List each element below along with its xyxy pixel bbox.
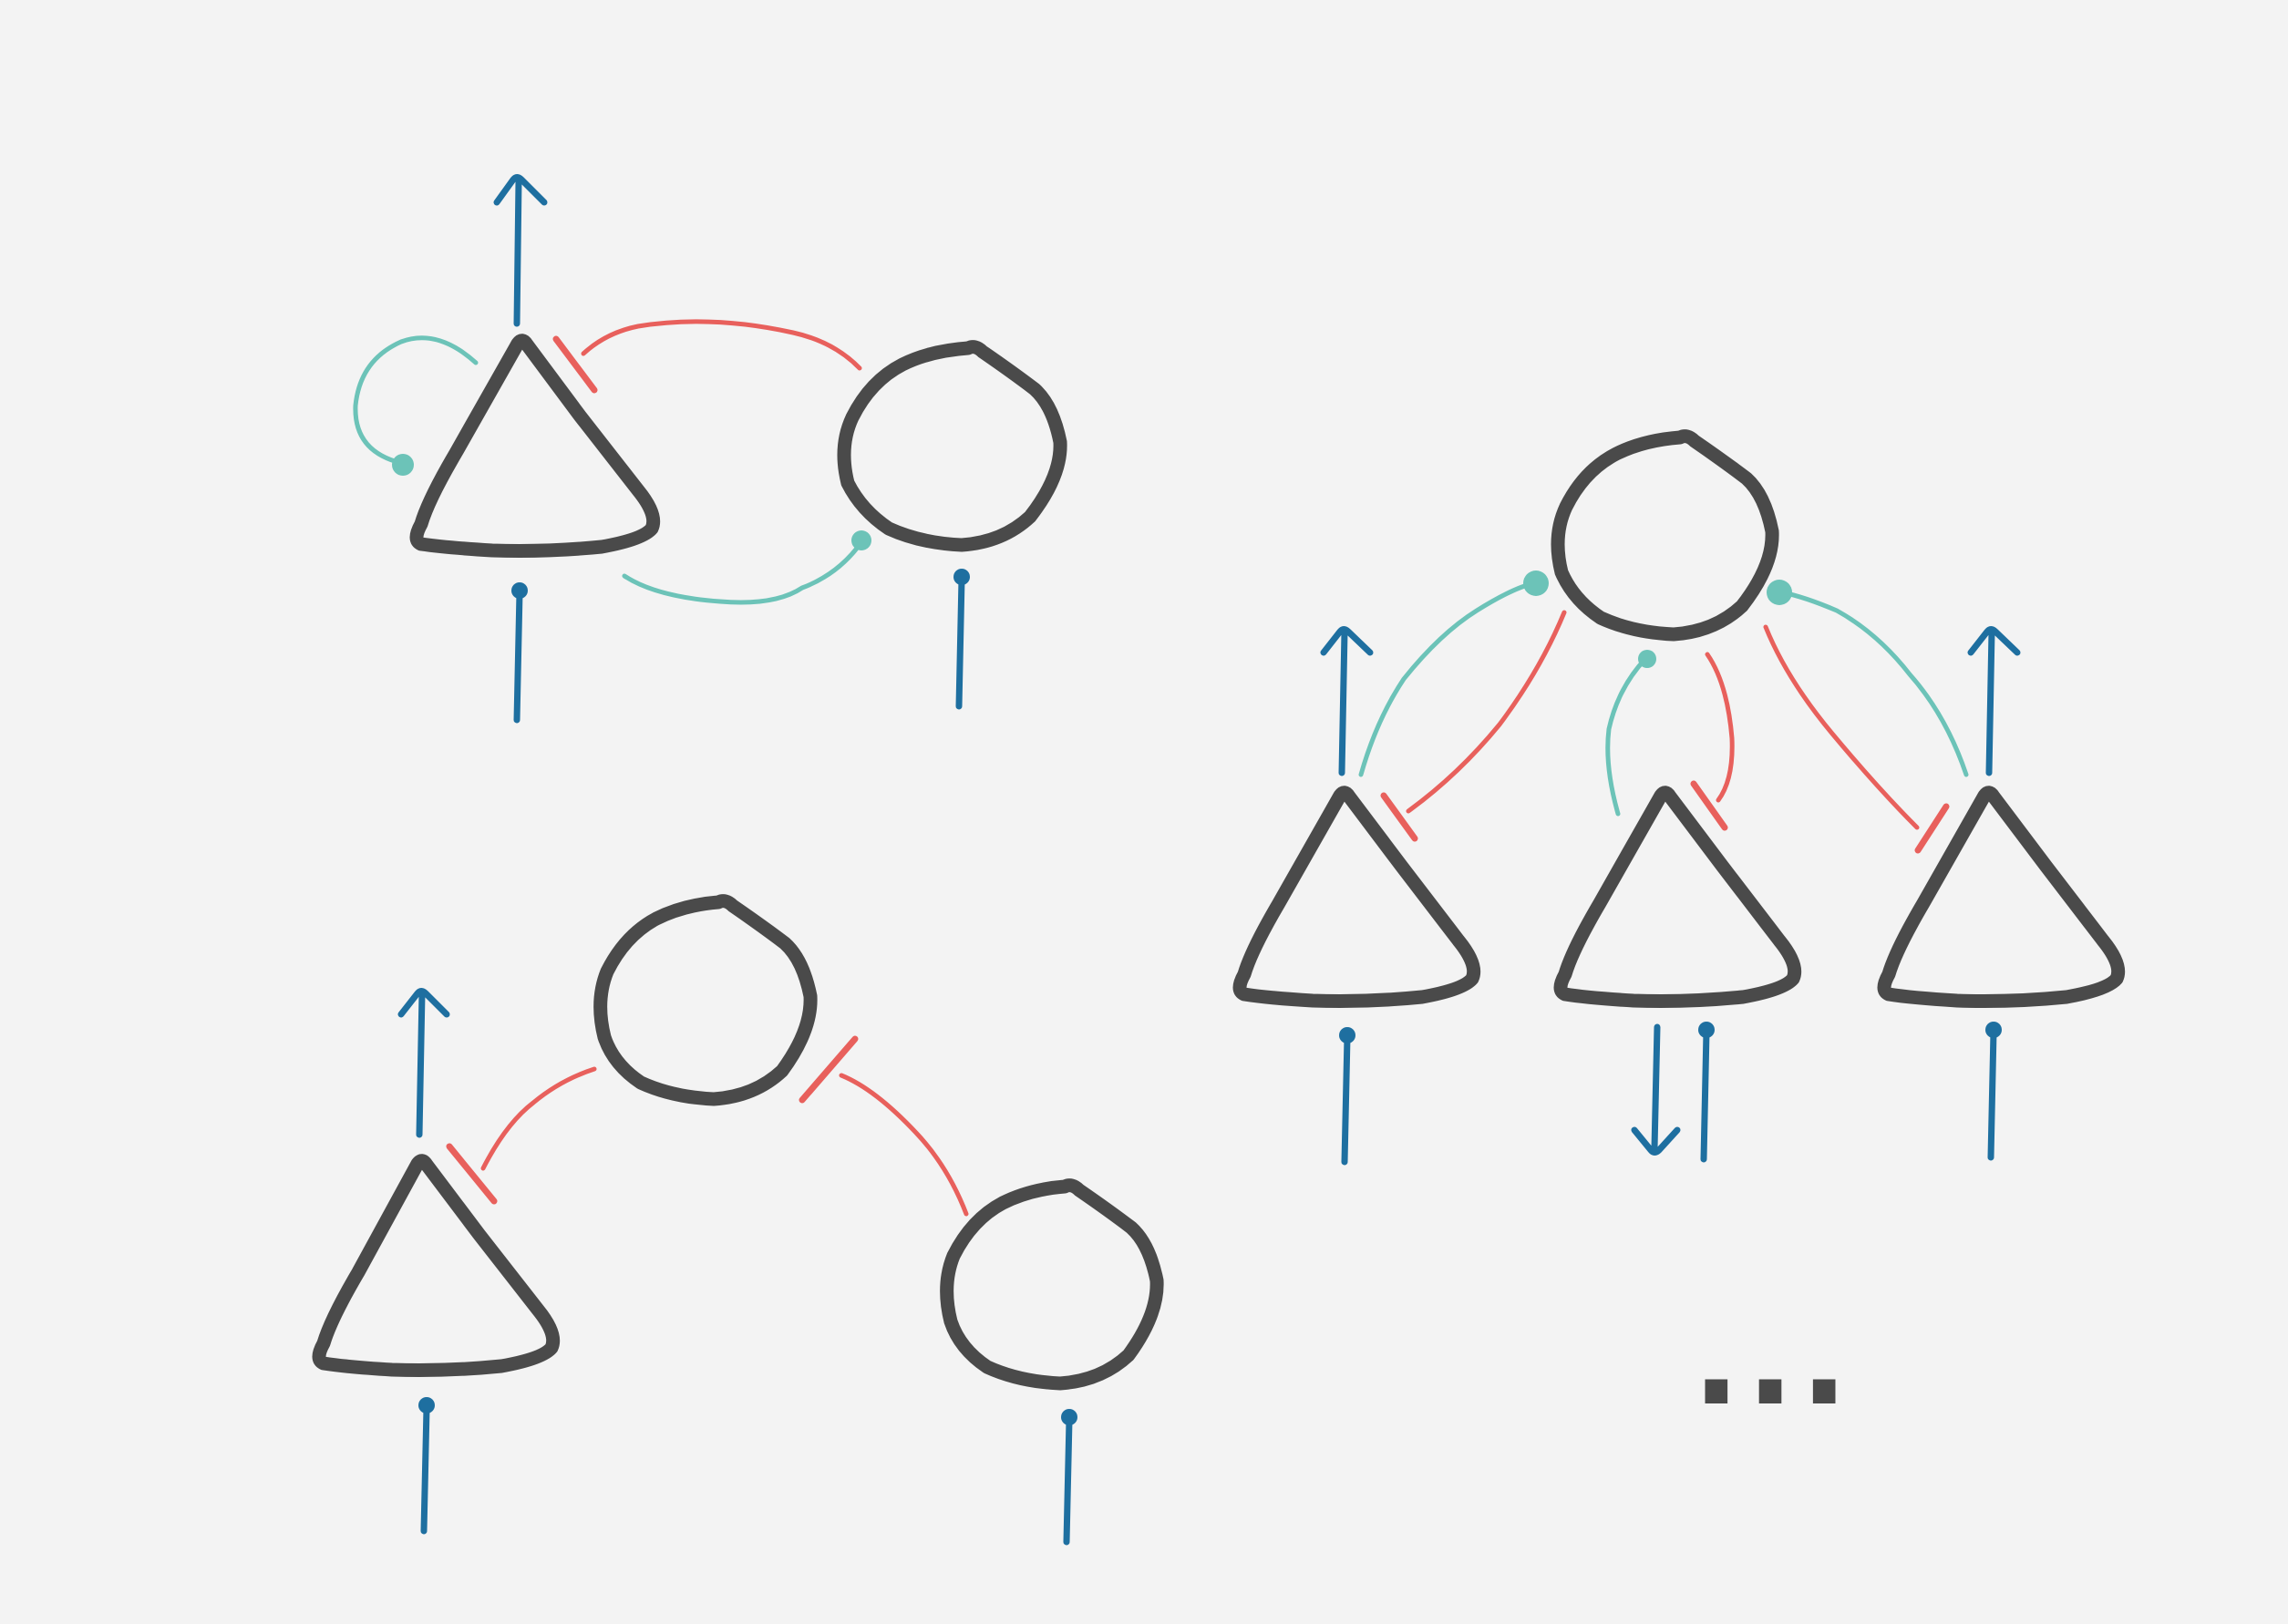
input-terminal-dot-icon	[511, 582, 528, 599]
input-terminal-dot-icon	[1698, 1022, 1715, 1038]
inhibitory-synapse-bar-icon	[552, 335, 598, 394]
motif-recurrent-pair	[353, 174, 1067, 724]
inhibitory-connection	[480, 1066, 597, 1171]
inhibitory-neuron-circle-icon	[940, 1178, 1164, 1391]
excitatory-neuron-triangle-icon	[409, 334, 661, 558]
excitatory-neuron-triangle-icon	[1877, 786, 2126, 1008]
inhibitory-synapse-bar-icon	[446, 1143, 498, 1205]
output-arrow-up-icon	[493, 174, 548, 327]
inhibitory-synapse-bar-icon	[1380, 792, 1418, 842]
inhibitory-connection	[1406, 610, 1567, 814]
inhibitory-connection	[1705, 652, 1735, 803]
excitatory-connection	[1779, 590, 1969, 777]
excitatory-synapse-dot-icon	[1638, 650, 1656, 668]
inhibitory-connection	[839, 1073, 969, 1217]
input-line	[1063, 1416, 1073, 1546]
excitatory-synapse-dot-icon	[851, 530, 871, 550]
input-line	[955, 575, 965, 710]
input-line	[1700, 1028, 1710, 1163]
input-terminal-dot-icon	[1061, 1409, 1077, 1425]
excitatory-connection	[1605, 656, 1648, 817]
excitatory-self-connection	[353, 335, 479, 466]
excitatory-connection	[622, 540, 864, 605]
inhibitory-connection	[581, 319, 862, 371]
excitatory-synapse-dot-icon	[1523, 570, 1549, 596]
excitatory-synapse-dot-icon	[392, 454, 414, 476]
input-terminal-dot-icon	[418, 1397, 435, 1413]
inhibitory-neuron-circle-icon	[837, 340, 1067, 552]
output-arrow-down-icon	[1631, 1023, 1681, 1156]
input-line	[420, 1404, 430, 1535]
inhibitory-synapse-bar-icon	[1914, 803, 1950, 854]
input-terminal-dot-icon	[1985, 1022, 2002, 1038]
output-arrow-up-icon	[397, 988, 450, 1138]
excitatory-connection	[1358, 581, 1537, 777]
excitatory-synapse-dot-icon	[1767, 580, 1792, 605]
motif-chain	[312, 894, 1164, 1546]
excitatory-neuron-triangle-icon	[1232, 786, 1481, 1008]
input-line	[1341, 1033, 1351, 1166]
input-terminal-dot-icon	[1339, 1027, 1355, 1043]
input-line	[513, 589, 523, 724]
ellipsis-label: ...	[1692, 1286, 1854, 1434]
inhibitory-neuron-circle-icon	[593, 894, 818, 1106]
inhibitory-synapse-bar-icon	[799, 1035, 859, 1104]
motif-fan-out	[1232, 429, 2126, 1166]
excitatory-neuron-triangle-icon	[1553, 786, 1802, 1008]
inhibitory-connection	[1763, 624, 1920, 830]
inhibitory-neuron-circle-icon	[1551, 429, 1779, 642]
input-terminal-dot-icon	[953, 569, 970, 585]
excitatory-neuron-triangle-icon	[312, 1154, 561, 1377]
inhibitory-synapse-bar-icon	[1690, 780, 1728, 831]
output-arrow-up-icon	[1967, 626, 2021, 776]
input-line	[1987, 1028, 1997, 1161]
output-arrow-up-icon	[1320, 626, 1374, 776]
